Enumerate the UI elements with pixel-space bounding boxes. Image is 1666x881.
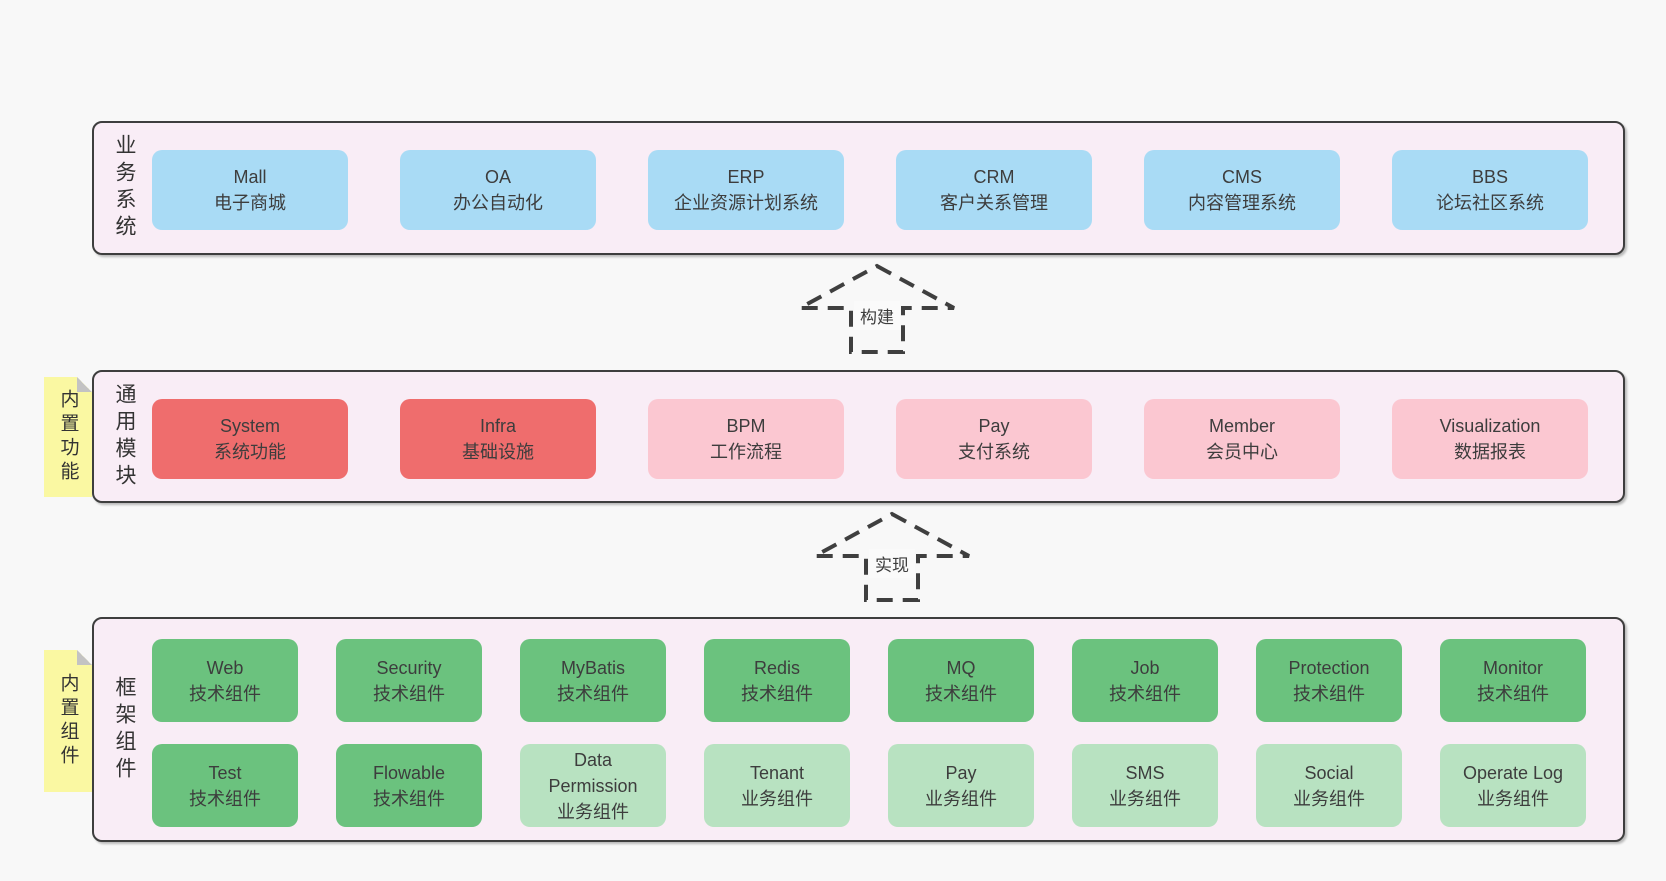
module-box-oa: OA 办公自动化 (400, 150, 596, 230)
component-box-protection: Protection 技术组件 (1256, 639, 1402, 722)
panel-framework-components-label: 框架组件 (113, 675, 136, 784)
module-box-mall: Mall 电子商城 (152, 150, 348, 230)
component-box-test: Test 技术组件 (152, 744, 298, 827)
component-box-pay: Pay 业务组件 (888, 744, 1034, 827)
module-box-member: Member 会员中心 (1144, 399, 1340, 479)
module-box-infra: Infra 基础设施 (400, 399, 596, 479)
module-box-bpm: BPM 工作流程 (648, 399, 844, 479)
module-box-cms: CMS 内容管理系统 (1144, 150, 1340, 230)
component-box-mybatis: MyBatis 技术组件 (520, 639, 666, 722)
component-box-redis: Redis 技术组件 (704, 639, 850, 722)
implement-arrow-icon: 实现 (812, 511, 972, 603)
panel-common-modules: 通用模块 System 系统功能 Infra 基础设施 BPM 工作流程 Pay… (92, 370, 1625, 503)
note-label: 内置组件 (57, 673, 79, 769)
component-box-data-permission: Data Permission 业务组件 (520, 744, 666, 827)
component-box-sms: SMS 业务组件 (1072, 744, 1218, 827)
component-box-operate-log: Operate Log 业务组件 (1440, 744, 1586, 827)
panel-framework-components: 框架组件 Web 技术组件 Security 技术组件 MyBatis 技术组件… (92, 617, 1625, 842)
build-arrow-label: 构建 (854, 301, 900, 330)
component-box-flowable: Flowable 技术组件 (336, 744, 482, 827)
component-box-monitor: Monitor 技术组件 (1440, 639, 1586, 722)
note-fold-icon (77, 377, 92, 392)
implement-arrow-label: 实现 (869, 549, 915, 578)
note-fold-icon (77, 650, 92, 665)
module-box-pay: Pay 支付系统 (896, 399, 1092, 479)
module-box-erp: ERP 企业资源计划系统 (648, 150, 844, 230)
panel-business-systems-label: 业务系统 (113, 134, 136, 242)
note-builtin-features: 内置功能 (44, 377, 92, 497)
component-box-tenant: Tenant 业务组件 (704, 744, 850, 827)
module-box-visualization: Visualization 数据报表 (1392, 399, 1588, 479)
module-box-bbs: BBS 论坛社区系统 (1392, 150, 1588, 230)
panel-common-modules-label: 通用模块 (113, 382, 136, 491)
panel-business-systems: 业务系统 Mall 电子商城 OA 办公自动化 ERP 企业资源计划系统 CRM… (92, 121, 1625, 255)
component-box-mq: MQ 技术组件 (888, 639, 1034, 722)
note-label: 内置功能 (57, 389, 79, 485)
component-box-job: Job 技术组件 (1072, 639, 1218, 722)
note-builtin-components: 内置组件 (44, 650, 92, 792)
module-box-crm: CRM 客户关系管理 (896, 150, 1092, 230)
component-box-security: Security 技术组件 (336, 639, 482, 722)
module-box-system: System 系统功能 (152, 399, 348, 479)
build-arrow-icon: 构建 (797, 263, 957, 355)
component-box-social: Social 业务组件 (1256, 744, 1402, 827)
component-box-web: Web 技术组件 (152, 639, 298, 722)
